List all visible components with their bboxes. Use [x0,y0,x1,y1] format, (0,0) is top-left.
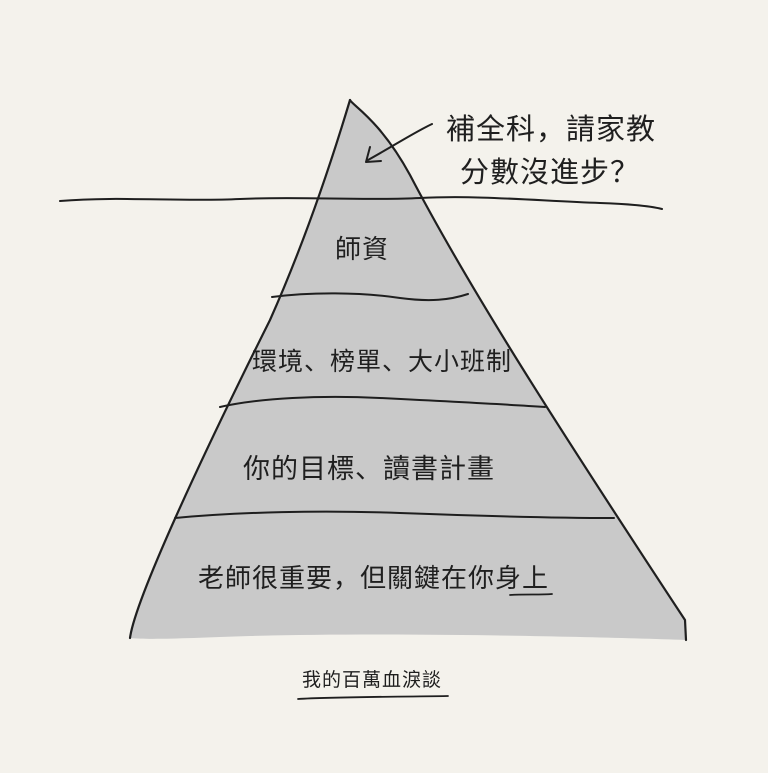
water-line [59,196,663,210]
layer-label-2: 環境、榜單、大小班制 [252,347,512,376]
annotation-arrow-head [365,146,382,163]
caption-underline [297,695,449,700]
pyramid-right-edge [348,98,688,642]
pyramid-left-edge [128,98,352,640]
pyramid-fill [130,100,686,640]
layer-divider-2 [219,395,546,408]
annotation-line-2: 分數沒進步？ [460,155,640,189]
layer-label-4: 老師很重要，但關鍵在你身上 [198,564,549,594]
annotation-arrow-shaft [367,123,433,161]
layer-divider-3 [174,510,615,519]
layer-divider-1 [271,292,469,302]
layer-label-3: 你的目標、讀書計畫 [243,454,495,485]
bottom-label-underline [509,593,553,596]
caption: 我的百萬血淚談 [302,669,442,691]
annotation-line-1: 補全科，請家教 [446,112,656,146]
layer-label-1: 師資 [335,235,389,265]
